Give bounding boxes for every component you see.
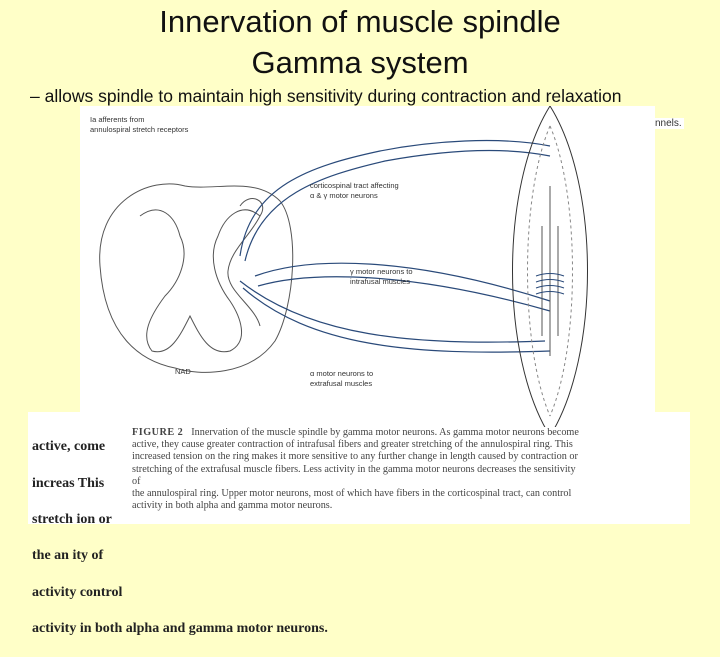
nerve-fibers xyxy=(239,139,551,353)
spindle-diagram: Ia afferents from annulospiral stretch r… xyxy=(90,105,588,437)
label-ia-afferents: Ia afferents from xyxy=(90,115,144,124)
spindle-figure: Ia afferents from annulospiral stretch r… xyxy=(80,105,655,437)
textbook-line: active, come xyxy=(32,439,106,455)
textbook-line: increas This xyxy=(32,475,105,491)
spinal-cord-section xyxy=(99,183,294,373)
label-ia-afferents-2: annulospiral stretch receptors xyxy=(90,125,189,134)
muscle-belly xyxy=(512,105,588,437)
label-credit: NAD xyxy=(175,367,191,376)
figure-label: FIGURE 2 xyxy=(132,427,184,438)
label-corticospinal-2: α & γ motor neurons xyxy=(310,191,378,200)
slide-title-line-2: Gamma system xyxy=(251,45,469,80)
slide-bullet: – allows spindle to maintain high sensit… xyxy=(30,86,622,106)
textbook-line: stretch ion or xyxy=(32,512,112,528)
textbook-line: activity control xyxy=(32,584,123,600)
slide-title-line-1: Innervation of muscle spindle xyxy=(159,4,561,39)
label-corticospinal: corticospinal tract affecting xyxy=(310,181,399,190)
label-gamma-2: intrafusal muscles xyxy=(350,277,410,286)
label-alpha: α motor neurons to xyxy=(310,369,373,378)
label-gamma: γ motor neurons to xyxy=(350,267,413,276)
textbook-line: activity in both alpha and gamma motor n… xyxy=(32,621,328,637)
figure-caption-text: Innervation of the muscle spindle by gam… xyxy=(132,427,579,512)
clipped-text-right: nnels. xyxy=(653,118,684,129)
textbook-line: the an ity of xyxy=(32,548,104,564)
label-alpha-2: extrafusal muscles xyxy=(310,379,372,388)
